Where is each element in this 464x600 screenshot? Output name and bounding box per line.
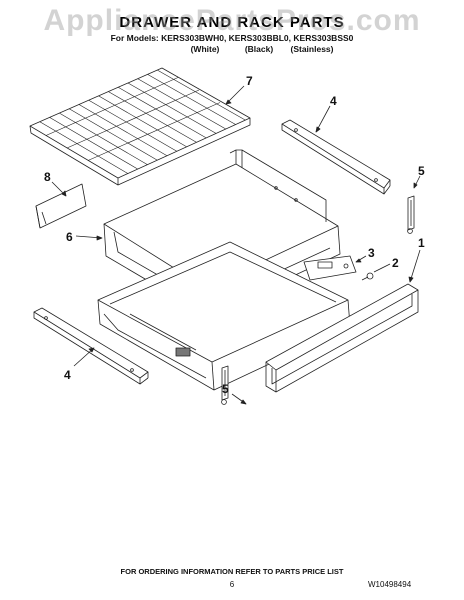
variant-white: (White) [190, 44, 220, 54]
models-line: For Models: KERS303BWH0, KERS303BBL0, KE… [110, 33, 354, 43]
drawer-front-panel [265, 283, 419, 393]
drawer-slide-rail-lower [33, 307, 149, 385]
callout-4-upper: 4 [330, 94, 337, 108]
drawer-slide-rail-upper [281, 119, 391, 195]
variant-black: (Black) [244, 44, 274, 54]
roller-bracket-right [407, 195, 415, 234]
variant-stainless: (Stainless) [290, 44, 334, 54]
drawer-bracket-part-3 [303, 255, 357, 281]
oven-rack [29, 67, 251, 186]
rear-bracket-part-8 [35, 183, 87, 229]
ordering-note: FOR ORDERING INFORMATION REFER TO PARTS … [120, 567, 344, 576]
callout-3: 3 [368, 246, 375, 260]
callout-8: 8 [44, 170, 51, 184]
callout-5-lower: 5 [222, 382, 229, 396]
roller-bracket-lower [221, 365, 229, 405]
callout-6: 6 [66, 230, 73, 244]
callout-1: 1 [418, 236, 425, 250]
callout-5-upper: 5 [418, 164, 425, 178]
page-title: DRAWER AND RACK PARTS [119, 14, 345, 31]
callout-2: 2 [392, 256, 399, 270]
screw-part-2 [361, 272, 374, 281]
callout-4-lower: 4 [64, 368, 71, 382]
callout-7: 7 [246, 74, 253, 88]
document-id: W10498494 [368, 580, 412, 589]
page-number: 6 [229, 580, 235, 589]
